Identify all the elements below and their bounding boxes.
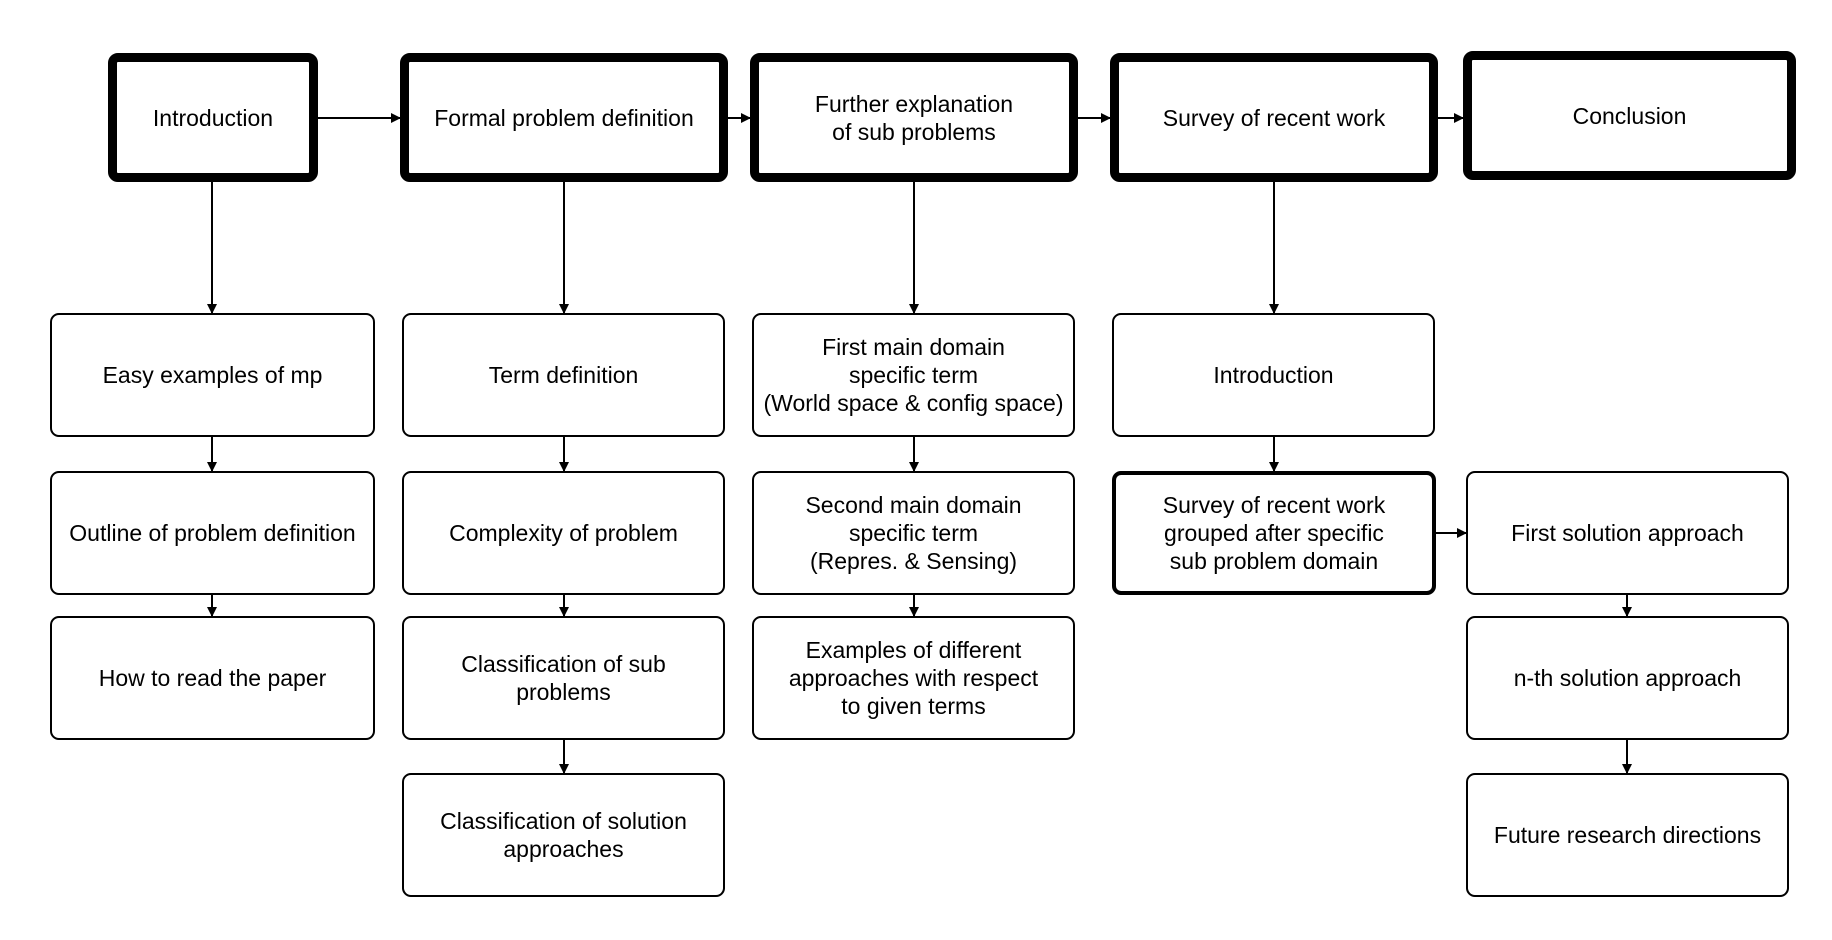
- formal-item-complexity: Complexity of problem: [402, 471, 725, 595]
- solution-item-nth: n-th solution approach: [1466, 616, 1789, 740]
- formal-item-classification-sub-problems: Classification of sub problems: [402, 616, 725, 740]
- further-item-second-term: Second main domain specific term (Repres…: [752, 471, 1075, 595]
- solution-item-future-research: Future research directions: [1466, 773, 1789, 897]
- section-further-explanation: Further explanation of sub problems: [750, 53, 1078, 182]
- formal-item-term-definition: Term definition: [402, 313, 725, 437]
- survey-item-introduction: Introduction: [1112, 313, 1435, 437]
- section-conclusion: Conclusion: [1463, 51, 1796, 180]
- section-survey-of-recent-work: Survey of recent work: [1110, 53, 1438, 182]
- intro-item-outline: Outline of problem definition: [50, 471, 375, 595]
- section-introduction: Introduction: [108, 53, 318, 182]
- intro-item-how-to-read: How to read the paper: [50, 616, 375, 740]
- further-item-first-term: First main domain specific term (World s…: [752, 313, 1075, 437]
- formal-item-classification-solution: Classification of solution approaches: [402, 773, 725, 897]
- further-item-examples: Examples of different approaches with re…: [752, 616, 1075, 740]
- intro-item-easy-examples: Easy examples of mp: [50, 313, 375, 437]
- survey-item-grouped-survey: Survey of recent work grouped after spec…: [1112, 471, 1436, 595]
- section-formal-problem-definition: Formal problem definition: [400, 53, 728, 182]
- solution-item-first: First solution approach: [1466, 471, 1789, 595]
